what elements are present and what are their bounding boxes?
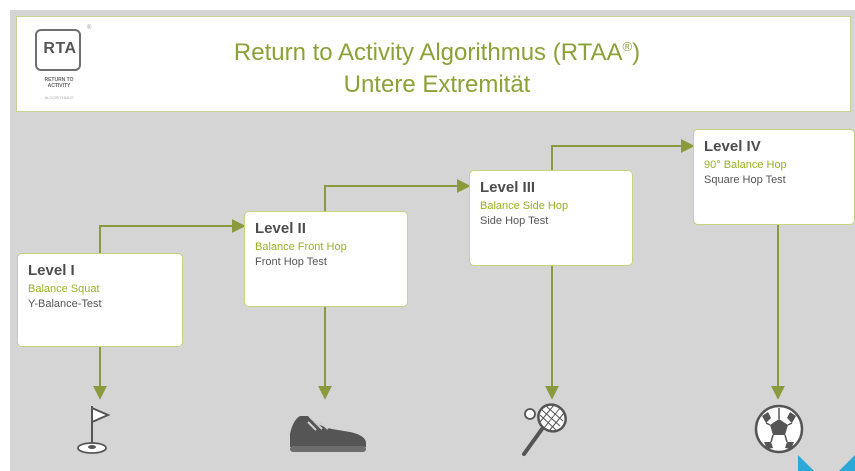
level-4-exercise: 90° Balance Hop (704, 159, 787, 171)
connector-level-2-to-3 (324, 179, 471, 211)
level-2-test: Front Hop Test (255, 256, 327, 268)
logo-frame: RTA (35, 29, 81, 71)
level-4-test: Square Hop Test (704, 174, 786, 186)
header-banner: RTA ® RETURN TO ACTIVITY ALGORITHMUS Ret… (16, 16, 851, 112)
level-3-box: Level III Balance Side Hop Side Hop Test (469, 170, 633, 266)
corner-accent-mark (798, 455, 855, 471)
title-line-2: Untere Extremität (343, 71, 531, 98)
soccer-ball-icon (754, 404, 804, 454)
level-2-title: Level II (255, 220, 306, 237)
level-4-box: Level IV 90° Balance Hop Square Hop Test (693, 129, 855, 225)
logo-subtitle: RETURN TO ACTIVITY (44, 77, 74, 89)
level-1-test: Y-Balance-Test (28, 298, 102, 310)
level-3-test: Side Hop Test (480, 215, 549, 227)
level-1-title: Level I (28, 262, 75, 279)
level-4-title: Level IV (704, 138, 761, 155)
level-2-box: Level II Balance Front Hop Front Hop Tes… (244, 211, 408, 307)
level-3-exercise: Balance Side Hop (480, 200, 569, 212)
level-3-title: Level III (480, 179, 536, 196)
level-1-exercise: Balance Squat (28, 283, 100, 295)
level-1-box: Level I Balance Squat Y-Balance-Test (17, 253, 183, 347)
level-2-exercise: Balance Front Hop (255, 241, 347, 253)
title-line-1: Return to Activity Algorithmus (RTAA®) (233, 39, 641, 66)
logo-registered-mark: ® (87, 25, 92, 31)
connector-level-3-to-4 (551, 139, 695, 170)
page-title: Return to Activity Algorithmus (RTAA®) U… (137, 31, 737, 101)
running-shoe-icon (290, 416, 366, 452)
golf-flag-icon (77, 406, 111, 454)
logo-text: RTA (43, 40, 77, 57)
rta-logo: RTA ® RETURN TO ACTIVITY ALGORITHMUS (33, 25, 93, 107)
tennis-racket-icon (522, 403, 567, 456)
logo-subtitle-small: ALGORITHMUS (44, 95, 74, 100)
connector-level-1-to-2 (99, 219, 246, 253)
